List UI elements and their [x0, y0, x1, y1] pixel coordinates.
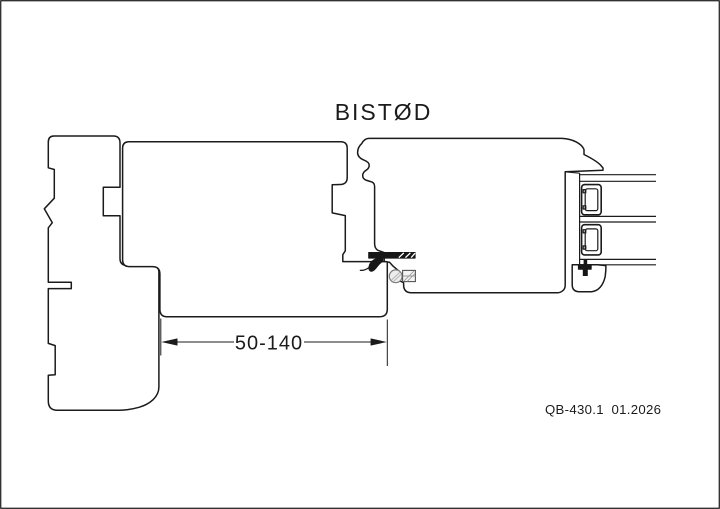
dimension-label: 50-140: [235, 333, 303, 355]
backer-block-hatch-icon: [402, 270, 416, 282]
window-frame-profile: [356, 137, 604, 294]
glass-spacer-bottom: [580, 223, 602, 256]
joint-gasket-lip: [359, 267, 370, 271]
spacer-tab-icon: [582, 245, 587, 250]
bead-gasket-seal: [577, 265, 592, 276]
round-gasket-hatch-icon: [390, 271, 402, 282]
glass-spacer-top: [580, 183, 602, 216]
extension-block-profile: [121, 141, 389, 318]
joint-seal-bar: [368, 251, 416, 259]
joint-seal-assembly: [359, 251, 416, 284]
drawing-title: BISTØD: [335, 99, 433, 125]
glass-pane-outer: [579, 174, 656, 182]
dimension-arrow-left-icon: [161, 338, 178, 346]
seal-bar-hatch-icon: [398, 252, 416, 259]
glass-pane-inner: [579, 258, 656, 266]
spacer-tab-icon: [582, 189, 587, 194]
left-jamb-profile: [43, 135, 160, 412]
glass-spacer-bottom-outer: [580, 223, 602, 256]
joint-gasket-hook: [368, 257, 384, 272]
glass-pane-middle: [579, 215, 656, 223]
glass-spacer-top-outer: [580, 183, 602, 216]
doc-date-text: 01.2026: [612, 402, 662, 417]
spacer-tab-icon: [582, 229, 587, 234]
doc-number-text: QB-430.1: [545, 402, 604, 417]
glazing-rebate-step-line: [565, 171, 580, 174]
dimension-annotation: 50-140: [161, 333, 387, 355]
glass-spacer-top-inner: [584, 188, 599, 212]
dimension-arrow-right-icon: [370, 338, 387, 346]
spacer-tab-icon: [582, 205, 587, 210]
bead-gasket-stem: [583, 259, 588, 267]
glazing-bead-profile: [571, 264, 607, 293]
glass-spacer-bottom-inner: [584, 228, 599, 252]
